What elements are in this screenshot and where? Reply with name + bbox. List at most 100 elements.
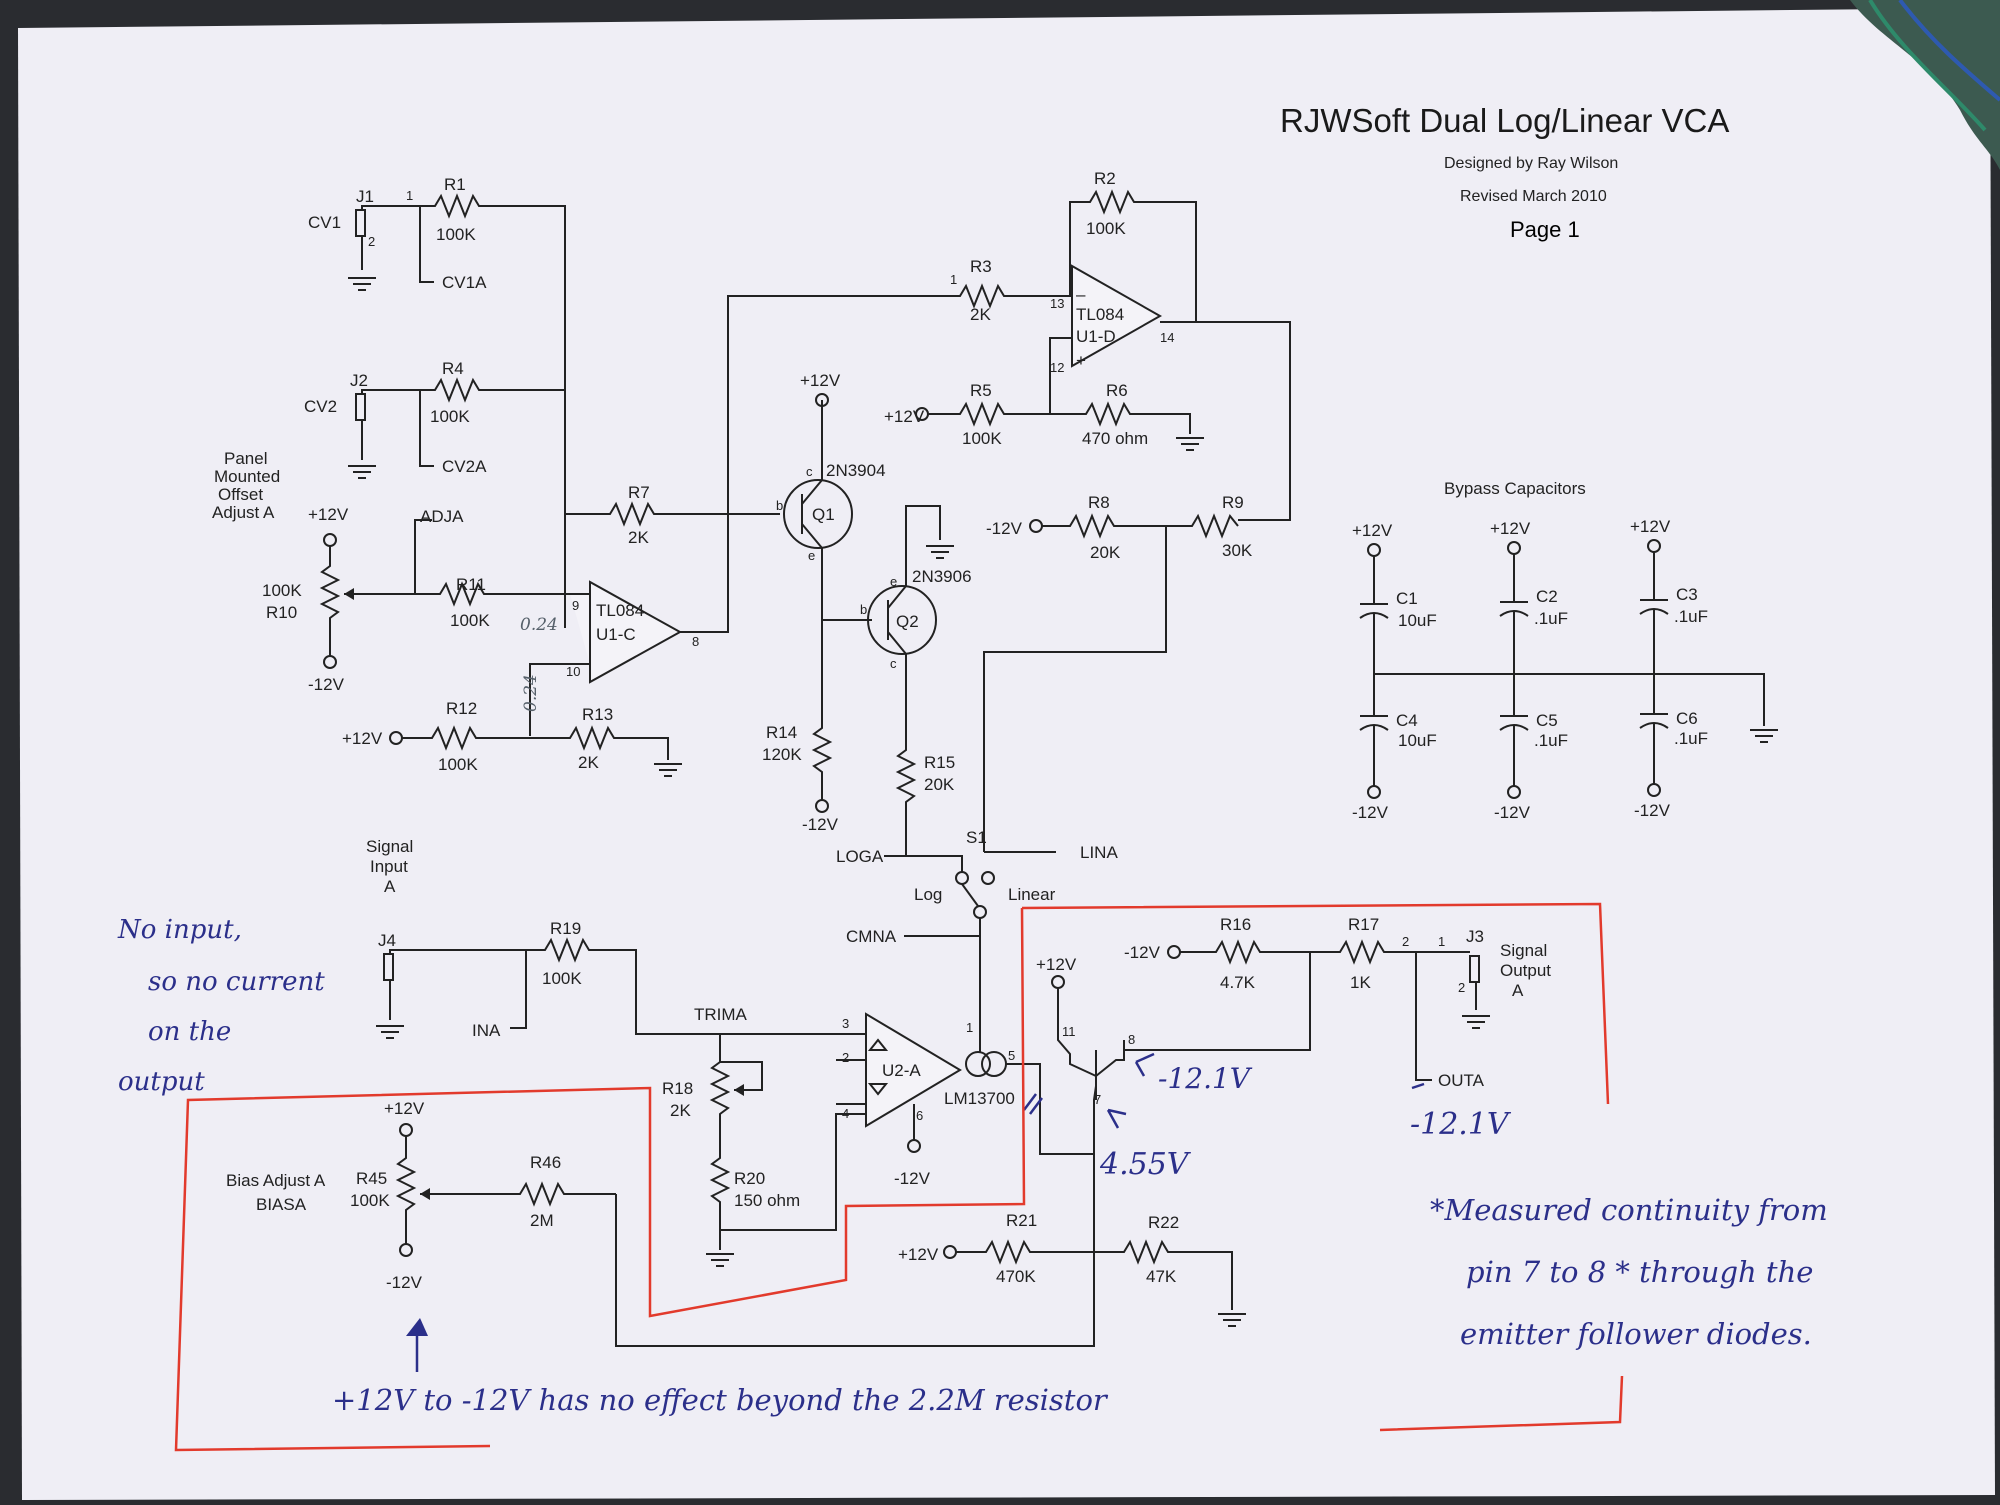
svg-text:100K: 100K xyxy=(436,225,476,244)
svg-text:10uF: 10uF xyxy=(1398,611,1437,630)
page-number: Page 1 xyxy=(1510,217,1580,242)
red-outline-top xyxy=(1021,902,1610,1105)
svg-text:Linear: Linear xyxy=(1008,885,1056,904)
svg-text:R16: R16 xyxy=(1220,915,1251,934)
svg-text:30K: 30K xyxy=(1222,541,1253,560)
svg-text:2K: 2K xyxy=(670,1101,691,1120)
r1-resistor xyxy=(420,193,566,628)
svg-text:150 ohm: 150 ohm xyxy=(734,1191,800,1210)
svg-text:+: + xyxy=(1076,351,1086,370)
svg-text:CMNA: CMNA xyxy=(846,927,897,946)
svg-text:2K: 2K xyxy=(970,305,991,324)
s1-switch: S1 LOGA LINA Log Linear CMNA xyxy=(836,828,1118,1006)
svg-text:C3: C3 xyxy=(1676,585,1698,604)
svg-text:R6: R6 xyxy=(1106,381,1128,400)
svg-text:6: 6 xyxy=(916,1108,923,1123)
svg-text:.1uF: .1uF xyxy=(1534,609,1568,628)
svg-text:c: c xyxy=(806,464,813,479)
svg-text:.1uF: .1uF xyxy=(1534,731,1568,750)
svg-text:100K: 100K xyxy=(438,755,478,774)
svg-text:e: e xyxy=(890,574,897,589)
svg-text:8: 8 xyxy=(1128,1032,1135,1047)
svg-text:-12V: -12V xyxy=(1494,803,1531,822)
svg-text:2: 2 xyxy=(368,234,375,249)
svg-text:4: 4 xyxy=(842,1106,849,1121)
svg-text:C1: C1 xyxy=(1396,589,1418,608)
svg-text:b: b xyxy=(860,602,867,617)
u1c-opamp: R7 2K 9 10 TL084 U1-C 8 0.24 0.24 xyxy=(520,295,938,736)
svg-text:ADJA: ADJA xyxy=(420,507,464,526)
r7-resistor xyxy=(565,501,728,527)
svg-text:R15: R15 xyxy=(924,753,955,772)
svg-text:+12V: +12V xyxy=(1630,517,1671,536)
schematic-title: RJWSoft Dual Log/Linear VCA xyxy=(1280,102,1729,139)
svg-text:2: 2 xyxy=(1458,980,1465,995)
svg-text:TL084: TL084 xyxy=(596,601,644,620)
svg-text:LOGA: LOGA xyxy=(836,847,884,866)
svg-text:-12V: -12V xyxy=(1352,803,1389,822)
svg-text:100K: 100K xyxy=(262,581,302,600)
svg-text:-12V: -12V xyxy=(1124,943,1161,962)
svg-text:100K: 100K xyxy=(962,429,1002,448)
svg-text:Log: Log xyxy=(914,885,942,904)
r15-resistor xyxy=(895,740,917,856)
svg-text:A: A xyxy=(384,877,396,896)
svg-text:C5: C5 xyxy=(1536,711,1558,730)
svg-text:2K: 2K xyxy=(628,528,649,547)
svg-text:.1uF: .1uF xyxy=(1674,607,1708,626)
svg-text:9: 9 xyxy=(572,598,579,613)
svg-text:R13: R13 xyxy=(582,705,613,724)
svg-text:No input,: No input, xyxy=(117,915,242,945)
svg-text:*Measured continuity from: *Measured continuity from xyxy=(1430,1193,1828,1227)
svg-text:R46: R46 xyxy=(530,1153,561,1172)
svg-text:Signal: Signal xyxy=(1500,941,1547,960)
r18-r20: R18 2K R20 150 ohm xyxy=(662,1034,866,1267)
svg-text:Bypass Capacitors: Bypass Capacitors xyxy=(1444,479,1586,498)
svg-text:1: 1 xyxy=(406,188,413,203)
svg-text:0.24: 0.24 xyxy=(521,674,541,712)
svg-text:Bias Adjust A: Bias Adjust A xyxy=(226,1171,326,1190)
svg-text:J2: J2 xyxy=(350,371,368,390)
svg-text:-12V: -12V xyxy=(1634,801,1671,820)
svg-text:-12V: -12V xyxy=(802,815,839,834)
svg-text:3: 3 xyxy=(842,1016,849,1031)
svg-text:+12V: +12V xyxy=(308,505,349,524)
svg-text:+12V: +12V xyxy=(1352,521,1393,540)
svg-text:12: 12 xyxy=(1050,360,1064,375)
svg-text:47K: 47K xyxy=(1146,1267,1177,1286)
svg-text:R10: R10 xyxy=(266,603,297,622)
svg-text:+12V: +12V xyxy=(800,371,841,390)
cv2-input: J2 CV2 R4 100K CV2A xyxy=(304,359,565,479)
svg-text:R11: R11 xyxy=(456,575,486,594)
svg-text:A: A xyxy=(1512,981,1524,1000)
svg-text:U1-C: U1-C xyxy=(596,625,636,644)
svg-text:R9: R9 xyxy=(1222,493,1244,512)
svg-text:LM13700: LM13700 xyxy=(944,1089,1015,1108)
svg-text:TL084: TL084 xyxy=(1076,305,1124,324)
svg-text:100K: 100K xyxy=(1086,219,1126,238)
svg-text:4.55V: 4.55V xyxy=(1099,1147,1192,1182)
svg-text:b: b xyxy=(776,498,783,513)
svg-text:CV2: CV2 xyxy=(304,397,337,416)
bias-adjust: Bias Adjust A BIASA +12V -12V R45 100K R… xyxy=(226,1099,616,1292)
svg-text:R18: R18 xyxy=(662,1079,693,1098)
svg-text:R22: R22 xyxy=(1148,1213,1179,1232)
svg-text:2N3906: 2N3906 xyxy=(912,567,972,586)
svg-text:7: 7 xyxy=(1094,1092,1101,1107)
svg-text:INA: INA xyxy=(472,1021,501,1040)
svg-text:100K: 100K xyxy=(542,969,582,988)
svg-text:R20: R20 xyxy=(734,1169,765,1188)
svg-text:CV2A: CV2A xyxy=(442,457,487,476)
svg-text:CV1: CV1 xyxy=(308,213,341,232)
svg-text:100K: 100K xyxy=(430,407,470,426)
svg-text:R14: R14 xyxy=(766,723,797,742)
svg-text:R7: R7 xyxy=(628,483,650,502)
svg-text:OUTA: OUTA xyxy=(1438,1071,1485,1090)
svg-text:4.7K: 4.7K xyxy=(1220,973,1256,992)
svg-text:C4: C4 xyxy=(1396,711,1418,730)
r21-r22: +12V R21 470K R22 47K xyxy=(615,1194,1246,1347)
svg-text:+12V: +12V xyxy=(342,729,383,748)
svg-text:20K: 20K xyxy=(924,775,955,794)
svg-text:20K: 20K xyxy=(1090,543,1121,562)
